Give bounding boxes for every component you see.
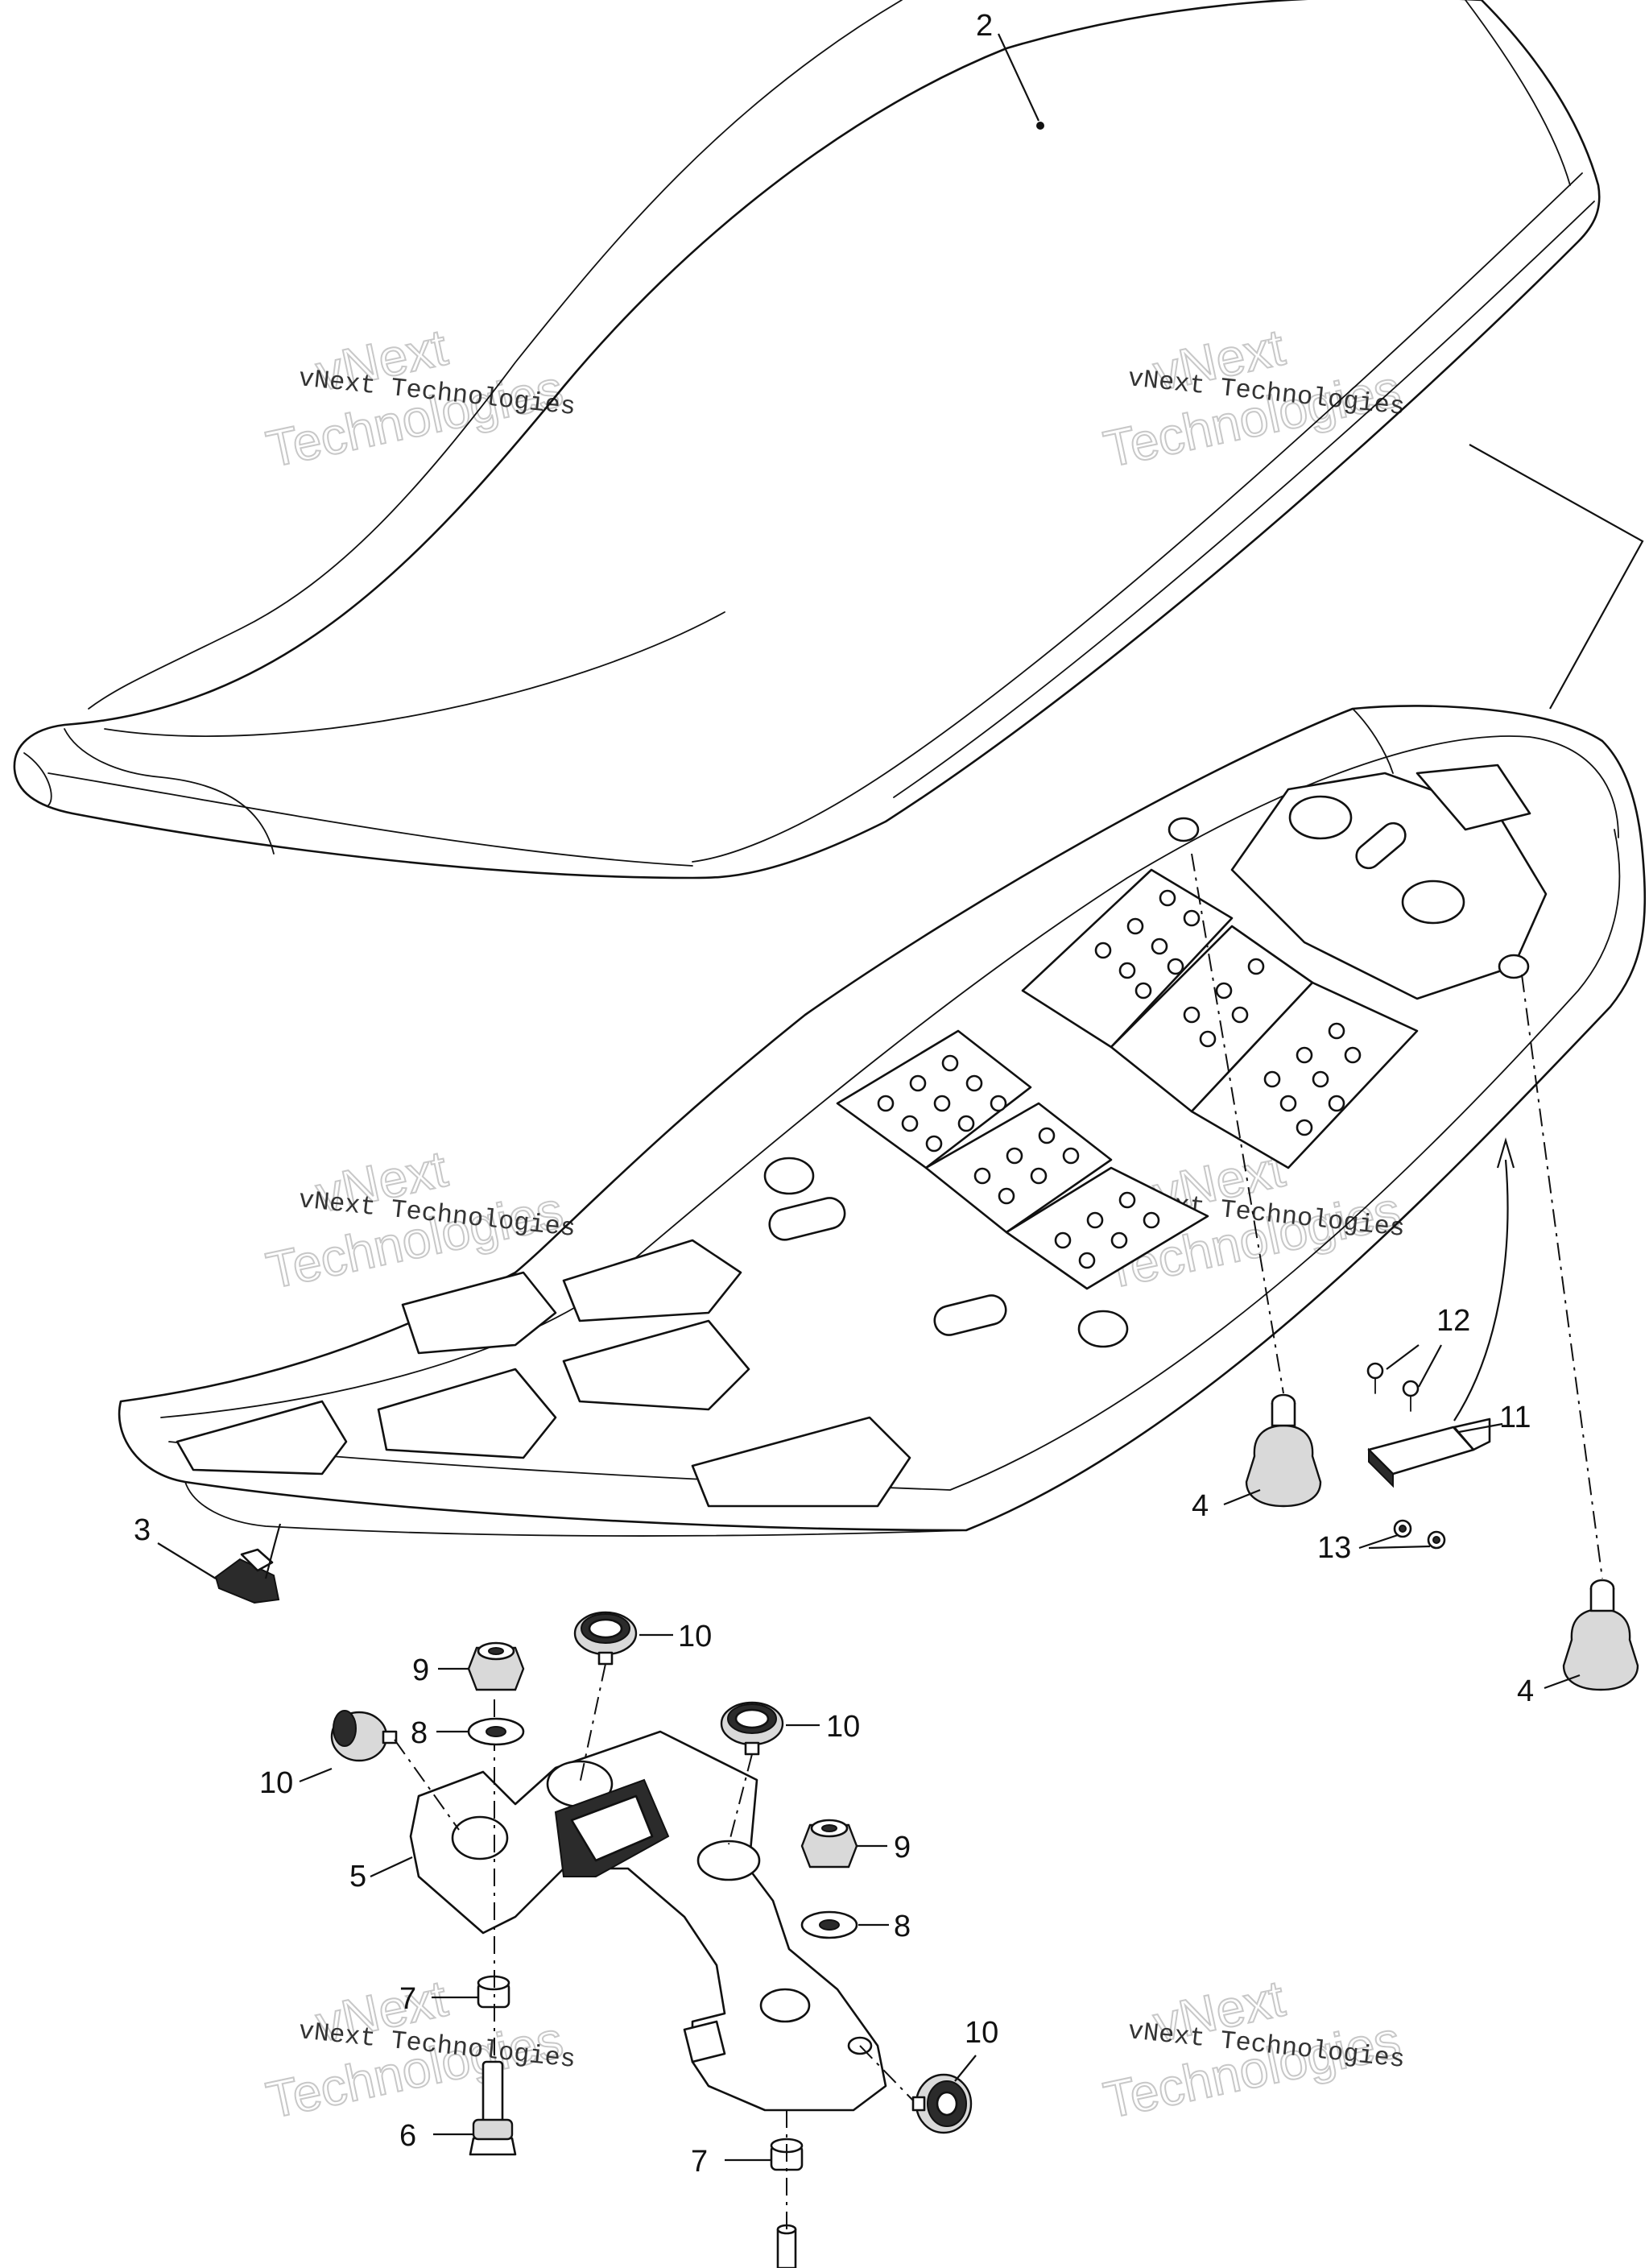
leader-11-arc — [1453, 1159, 1509, 1422]
grommet-part-10-left — [330, 1710, 398, 1762]
grommet-part-10-mid — [720, 1701, 784, 1756]
washer-part-8-right — [800, 1910, 858, 1939]
callout-9: 9 — [894, 1831, 911, 1864]
callout-10: 10 — [678, 1620, 712, 1653]
washer-part-8-left — [467, 1717, 525, 1746]
leader-2-dot — [1036, 122, 1044, 130]
callout-11: 11 — [1499, 1401, 1531, 1434]
centerline-10-top — [579, 1663, 606, 1785]
leader-10-right — [954, 2055, 977, 2082]
leader-12a — [1386, 1344, 1420, 1370]
leader-10-left — [299, 1767, 333, 1783]
seat-base-pad-4 — [1021, 868, 1234, 1049]
leader-13 — [1358, 1533, 1431, 1550]
centerline-4-right — [1521, 974, 1603, 1579]
callout-13: 13 — [1317, 1531, 1351, 1565]
assembly-bracket-line — [1469, 444, 1644, 710]
callout-8: 8 — [894, 1910, 911, 1943]
seat-cover-part-2 — [13, 0, 1601, 879]
centerline-10-left — [394, 1739, 460, 1831]
grommet-part-10-right — [911, 2073, 973, 2134]
leader-4-right — [1544, 1674, 1581, 1690]
latch-part-11 — [1367, 1418, 1491, 1488]
callout-7: 7 — [691, 2145, 708, 2179]
screw-part-12 — [1366, 1362, 1420, 1412]
grommet-part-10-top — [573, 1611, 638, 1666]
callout-10: 10 — [826, 1710, 860, 1744]
callout-10: 10 — [259, 1766, 293, 1800]
seat-base-pad-1 — [836, 1029, 1032, 1169]
leader-11 — [1458, 1422, 1503, 1434]
callout-12: 12 — [1436, 1304, 1470, 1338]
callout-9: 9 — [412, 1653, 429, 1687]
leader-3-arc — [264, 1523, 282, 1579]
leader-3 — [157, 1542, 217, 1579]
leader-5 — [370, 1856, 413, 1877]
callout-2: 2 — [976, 9, 993, 43]
leader-4-left — [1223, 1488, 1261, 1506]
centerline-10-mid — [728, 1753, 753, 1845]
callout-4: 4 — [1517, 1674, 1534, 1708]
nut-part-9-left — [467, 1641, 525, 1691]
callout-8: 8 — [411, 1716, 428, 1750]
rubber-stop-part-3 — [214, 1548, 280, 1604]
arrow-11 — [1496, 1137, 1515, 1169]
callout-10: 10 — [965, 2016, 998, 2050]
bumper-part-4-left — [1245, 1393, 1322, 1508]
washer-part-13 — [1393, 1519, 1446, 1550]
leader-2 — [998, 33, 1039, 122]
bumper-part-4-right — [1562, 1579, 1639, 1691]
nut-part-9-right — [800, 1819, 858, 1869]
bolt-part-6 — [469, 2060, 517, 2156]
centerline-10-right — [859, 2045, 914, 2101]
centerline-4-left — [1191, 853, 1284, 1394]
seat-base-pad-2 — [924, 1102, 1113, 1234]
stud-bottom — [776, 2224, 797, 2268]
callout-6: 6 — [399, 2119, 416, 2153]
seat-base-pad-3 — [1005, 1166, 1209, 1290]
leader-12b — [1418, 1344, 1442, 1388]
callout-5: 5 — [349, 1860, 366, 1893]
seat-base-pad-6 — [1190, 981, 1419, 1169]
callout-3: 3 — [134, 1513, 151, 1547]
callout-7: 7 — [399, 1982, 416, 2016]
callout-4: 4 — [1192, 1489, 1209, 1523]
seat-base-assembly — [118, 705, 1647, 1537]
